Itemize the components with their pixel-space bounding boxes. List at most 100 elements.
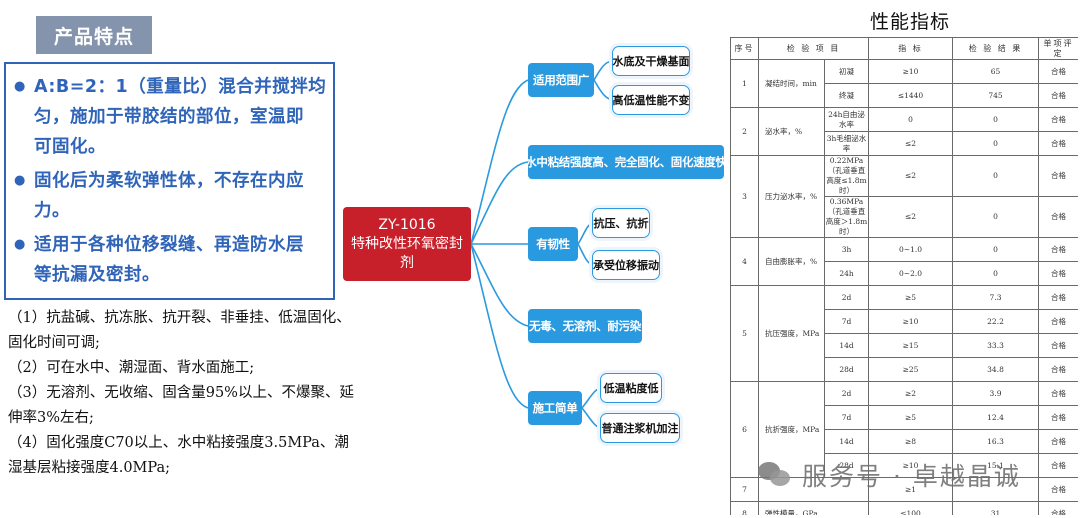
cell-eval: 合格 [1038, 155, 1078, 197]
cell-eval: 合格 [1038, 429, 1078, 454]
mindmap-leaf: 高低温性能不变 [612, 85, 690, 115]
feature-line: 适用于各种位移裂缝、再造防水层 [34, 235, 304, 255]
cell-no: 5 [730, 285, 759, 382]
table-row: 3 压力泌水率，% 0.22MPa（孔道垂直高度≤1.8m时） ≤2 0 合格 [730, 155, 1078, 238]
cell-item: 自由膨胀率，% [758, 237, 825, 286]
cell-sub: 终凝 [823, 83, 870, 108]
feature-line: 力。 [34, 201, 70, 221]
cell-sub: 2d [823, 285, 870, 310]
cell-no: 1 [730, 59, 759, 108]
bullet-icon: ● [14, 79, 26, 94]
cell-no: 8 [730, 501, 759, 515]
spec-title: 性能指标 [870, 11, 951, 33]
connector-leaf-1a [593, 60, 613, 81]
cell-sub: 2d [823, 381, 870, 406]
cell-index: ≥2 [868, 381, 954, 406]
cell-item: 弹性模量，GPa [757, 501, 870, 515]
cell-no: 6 [730, 381, 759, 478]
cell-result: 0 [952, 237, 1040, 262]
cell-sub: 3h [823, 237, 870, 262]
header-index: 指 标 [868, 37, 954, 60]
cell-index: ≤2 [868, 131, 954, 156]
cell-result: 12.4 [952, 405, 1040, 430]
cell-result: 745 [952, 83, 1040, 108]
property-line: （1）抗盐碱、抗冻胀、抗开裂、非垂挂、低温固化、 [8, 310, 351, 326]
table-row: 28d ≥25 34.8 合格 [731, 357, 1078, 382]
mindmap-leaf: 承受位移振动 [592, 250, 660, 280]
watermark-text: 服务号 · 卓越晶诚 [802, 462, 1021, 491]
cell-index: ≥5 [868, 285, 954, 310]
cell-no: 3 [730, 155, 759, 238]
watermark: 服务号 · 卓越晶诚 [758, 455, 1074, 495]
connector-leaf-1b [593, 79, 613, 101]
table-row: 24h 0~2.0 0 合格 [731, 261, 1078, 286]
cell-index: ≤2 [868, 196, 954, 238]
cell-eval: 合格 [1038, 501, 1078, 515]
cell-eval: 合格 [1038, 381, 1078, 406]
table-header-row: 序号 检 验 项 目 指 标 检 验 结 果 单项评定 [730, 37, 1078, 60]
feature-item-1: ● A:B=2：1（重量比）混合并搅拌均 匀，施加于带胶结的部位，室温即 可固化… [14, 72, 327, 162]
table-row: 28d ≥10 15.1 合格 [731, 453, 1078, 478]
cell-index: ≤2 [868, 155, 954, 197]
features-box: ● A:B=2：1（重量比）混合并搅拌均 匀，施加于带胶结的部位，室温即 可固化… [4, 62, 335, 300]
mindmap-branch-nontoxic: 无毒、无溶剂、耐污染 [528, 309, 642, 343]
cell-eval: 合格 [1038, 131, 1078, 156]
cell-index: ≥15 [868, 333, 954, 358]
cell-index: ≥8 [868, 429, 954, 454]
feature-item-2: ● 固化后为柔软弹性体，不存在内应 力。 [14, 166, 327, 226]
connector-branch-2 [470, 161, 529, 245]
cell-index: ≥10 [868, 309, 954, 334]
property-line: （4）固化强度C70以上、水中粘接强度3.5MPa、潮 [8, 435, 349, 451]
table-row: 5 抗压强度，MPa 2d ≥5 7.3 合格 [730, 285, 1078, 382]
feature-text-2: 固化后为柔软弹性体，不存在内应 力。 [34, 166, 304, 226]
table-row: 1 凝结时间，min 初凝 ≥10 65 合格 [730, 59, 1078, 108]
connector-leaf-5a [581, 387, 601, 409]
cell-result: 0 [952, 131, 1040, 156]
cell-sub: 7d [823, 309, 870, 334]
mindmap-branch-toughness: 有韧性 [528, 227, 578, 261]
cell-result: 7.3 [952, 285, 1040, 310]
table-row: 8 弹性模量，GPa ≤100 31 合格 [730, 501, 1078, 515]
cell-eval: 合格 [1038, 477, 1078, 502]
cell-eval: 合格 [1038, 196, 1078, 238]
property-line: （2）可在水中、潮湿面、背水面施工; [8, 360, 255, 376]
table-row: 6 抗折强度，MPa 2d ≥2 3.9 合格 [730, 381, 1078, 478]
feature-line: 匀，施加于带胶结的部位，室温即 [34, 107, 304, 127]
cell-eval: 合格 [1038, 107, 1078, 132]
table-row: 2 泌水率，% 24h自由泌水率 0 0 合格 [730, 107, 1078, 156]
cell-eval: 合格 [1038, 333, 1078, 358]
cell-result: 65 [952, 59, 1040, 84]
cell-result: 0 [952, 155, 1040, 197]
connector-leaf-3b [577, 243, 593, 266]
feature-line: A:B=2：1（重量比）混合并搅拌均 [34, 77, 327, 97]
features-title: 产品特点 [36, 16, 152, 54]
bullet-icon: ● [14, 173, 26, 188]
feature-item-3: ● 适用于各种位移裂缝、再造防水层 等抗漏及密封。 [14, 230, 327, 290]
table-row: 14d ≥8 16.3 合格 [731, 429, 1078, 454]
mindmap-leaf: 普通注浆机加注 [600, 413, 680, 443]
cell-sub: 7d [823, 405, 870, 430]
cell-sub: 28d [823, 357, 870, 382]
mindmap-branch-construction: 施工简单 [528, 391, 582, 425]
cell-sub: 24h自由泌水率 [823, 107, 870, 132]
cell-sub: 0.22MPa（孔道垂直高度≤1.8m时） [823, 155, 870, 197]
feature-line: 等抗漏及密封。 [34, 265, 160, 285]
cell-eval: 合格 [1038, 83, 1078, 108]
mindmap-leaf: 水底及干燥基面 [612, 46, 690, 76]
cell-sub: 14d [823, 333, 870, 358]
cell-sub: 14d [823, 429, 870, 454]
center-node-line: ZY-1016 [378, 216, 436, 233]
header-no: 序号 [730, 37, 759, 60]
cell-item: 压力泌水率，% [758, 155, 825, 238]
cell-no: 2 [730, 107, 759, 156]
property-line: 伸率3%左右; [8, 410, 94, 426]
spec-table-wrapper: 序号 检 验 项 目 指 标 检 验 结 果 单项评定 1 凝结时间，min 初… [730, 37, 1078, 515]
cell-index: 0 [868, 107, 954, 132]
cell-index: ≥25 [868, 357, 954, 382]
mindmap-center-node: ZY-1016 特种改性环氧密封 剂 [343, 207, 471, 281]
cell-eval: 合格 [1038, 285, 1078, 310]
connector-branch-1 [470, 79, 529, 245]
cell-index: ≤1440 [868, 83, 954, 108]
cell-result: 3.9 [952, 381, 1040, 406]
cell-eval: 合格 [1038, 59, 1078, 84]
